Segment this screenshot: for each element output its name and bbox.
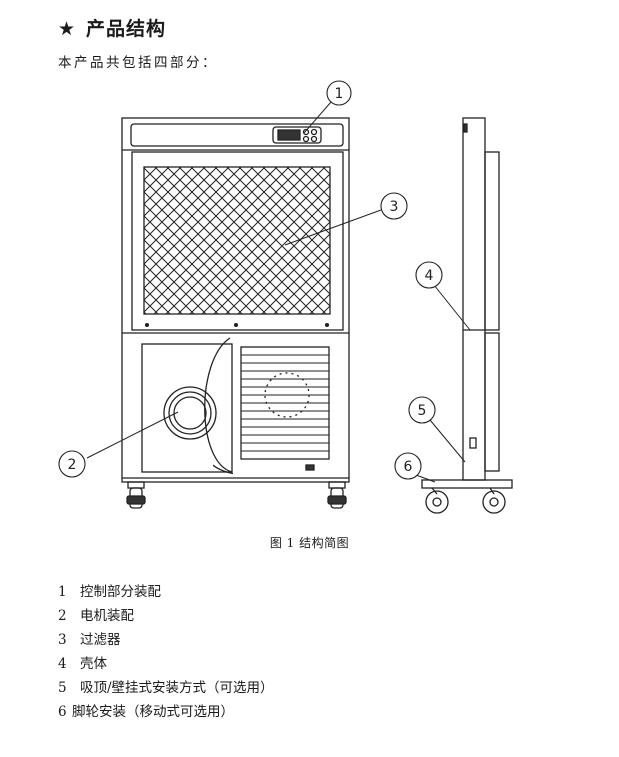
front-view [121,117,350,483]
caster-base [421,479,513,489]
side-panel [462,117,486,481]
motor-panel [141,343,233,473]
item-number: 3 [58,632,67,648]
casing-bulge [484,332,500,472]
item-label: 控制部分装配 [80,584,161,600]
figure-caption: 图 1 结构简图 [269,536,350,550]
cabinet-body [121,117,350,483]
section-heading: ★ 产品结构 [58,14,166,41]
item-label: 过滤器 [80,632,121,648]
motor-housing [163,386,217,440]
item-number: 1 [58,584,67,600]
leader-lines [86,101,471,483]
list-item: 3 过滤器 [58,628,274,652]
item-number: 6 [58,704,67,720]
callout-2: 2 [58,450,86,478]
star-icon: ★ [58,18,77,40]
side-view [421,117,513,514]
callout-6: 6 [394,452,422,480]
filter-mesh [143,166,331,315]
control-panel [130,123,344,147]
item-number: 4 [58,656,67,672]
section-title: 产品结构 [86,18,167,40]
display-unit [272,126,322,144]
callout-4: 4 [415,261,443,289]
caster-wheel-left [425,490,449,514]
callout-3: 3 [380,192,408,220]
item-label: 脚轮安装（移动式可选用） [72,704,234,720]
fan-scroll [213,464,233,474]
list-item: 5 吸顶/壁挂式安装方式（可选用） [58,676,274,700]
svg-text:3: 3 [390,199,399,215]
item-label: 吸顶/壁挂式安装方式（可选用） [80,680,274,696]
front-casters [126,481,347,509]
intro-text: 本产品共包括四部分： [58,55,218,71]
item-number: 5 [58,680,67,696]
callout-1: 1 [326,80,352,106]
structure-diagram: 1 2 3 4 5 6 [58,80,513,514]
filter-frame [131,151,344,331]
svg-text:1: 1 [335,86,344,102]
caster-wheel-right [482,490,506,514]
callout-5: 5 [408,396,436,424]
item-number: 2 [58,608,67,624]
list-item: 4 壳体 [58,652,274,676]
list-item: 6 脚轮安装（移动式可选用） [58,700,274,724]
svg-text:2: 2 [68,457,77,473]
list-item: 2 电机装配 [58,604,274,628]
filter-bulge [484,151,500,331]
item-label: 电机装配 [80,608,134,624]
item-label: 壳体 [80,656,107,672]
svg-text:4: 4 [425,268,434,284]
vent-slats [241,354,329,452]
list-item: 1 控制部分装配 [58,580,274,604]
svg-text:6: 6 [404,459,413,475]
svg-text:5: 5 [418,403,427,419]
